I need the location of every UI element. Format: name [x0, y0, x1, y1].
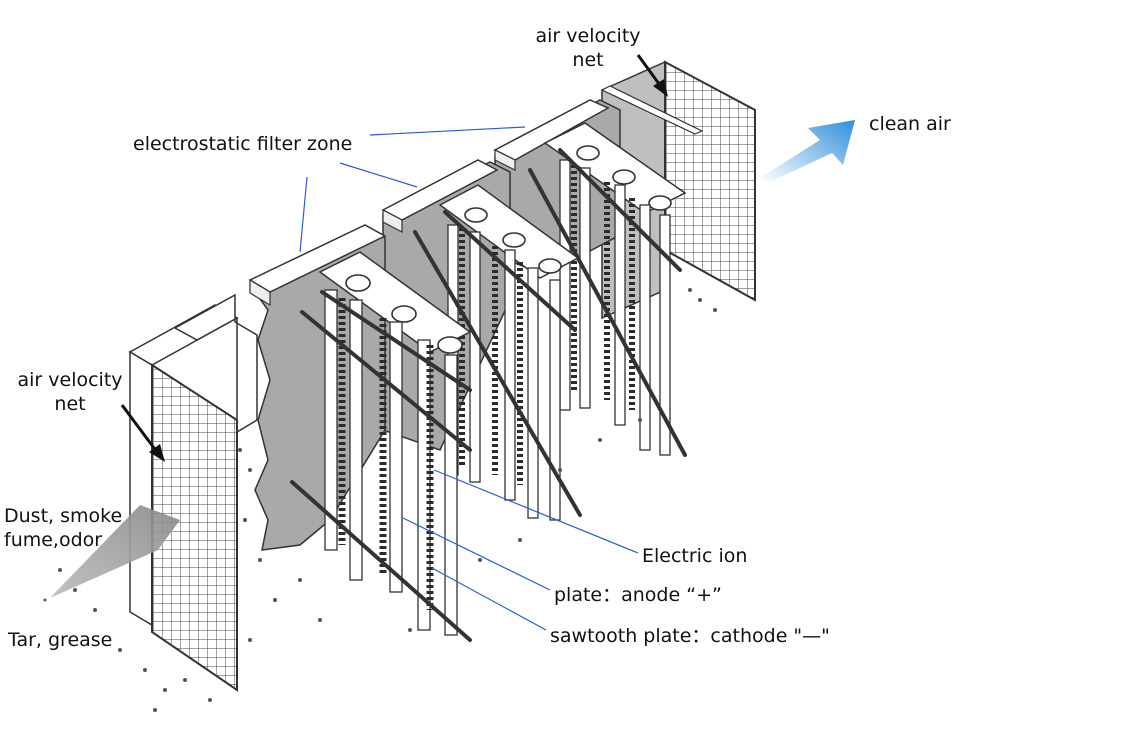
label-sawtooth-cathode: sawtooth plate：cathode "—": [550, 625, 830, 647]
clean-air-arrow-icon: [760, 120, 855, 182]
filter-module-1: [248, 224, 472, 642]
label-tar-grease: Tar, grease: [8, 629, 113, 651]
filter-module-2: [381, 159, 582, 521]
label-line: air velocity: [17, 369, 123, 391]
label-line: Dust, smoke: [4, 505, 123, 527]
label-electric-ion: Electric ion: [642, 545, 748, 567]
label-line: air velocity: [535, 25, 641, 47]
label-line: net: [54, 393, 86, 415]
dust-particles: [43, 288, 717, 712]
label-dust-smoke: Dust, smoke fume,odor: [4, 504, 122, 552]
leader-lines: [299, 126, 639, 631]
label-line: net: [572, 49, 604, 71]
label-line: fume,odor: [4, 529, 103, 551]
label-clean-air: clean air: [869, 113, 951, 135]
air-velocity-net-left: [128, 293, 258, 692]
label-air-velocity-net-left: air velocity net: [10, 368, 130, 416]
label-air-velocity-net-top: air velocity net: [528, 24, 648, 72]
dust-cone-icon: [50, 505, 180, 598]
label-electrostatic-filter-zone: electrostatic filter zone: [133, 133, 353, 155]
arrow-icon: [120, 54, 668, 462]
label-plate-anode: plate：anode “+”: [554, 584, 722, 606]
